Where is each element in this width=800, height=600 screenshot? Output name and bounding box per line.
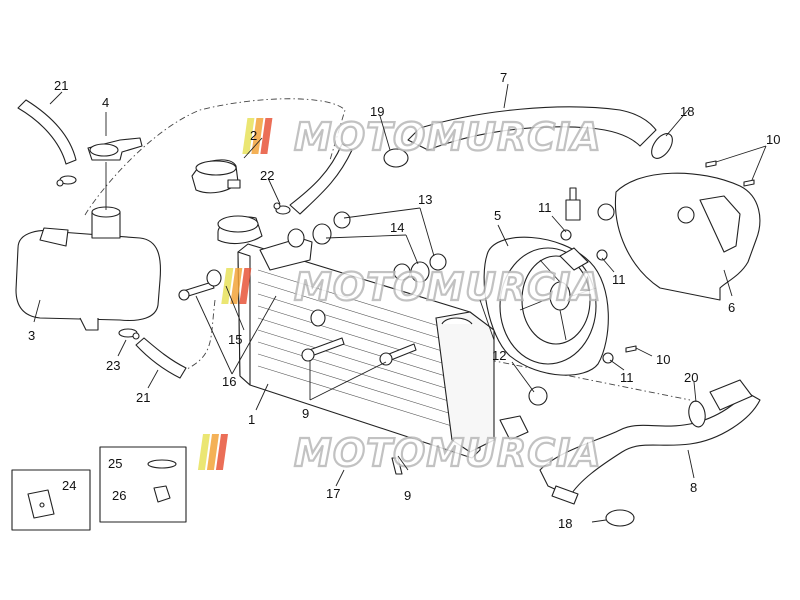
hose-clamp-22 — [273, 202, 291, 215]
callout-9b: 9 — [404, 488, 411, 503]
callout-18b: 18 — [558, 516, 572, 531]
watermark-text: MOTOMURCIA — [294, 265, 602, 309]
callout-25: 25 — [108, 456, 122, 471]
clip-24 — [27, 489, 55, 519]
callout-14: 14 — [390, 220, 404, 235]
kit-box-25-26 — [99, 446, 187, 523]
breather-hose-19 — [289, 143, 353, 215]
radiator-fins — [257, 269, 469, 432]
fan-connector — [565, 187, 581, 221]
callout-17: 17 — [326, 486, 340, 501]
callout-13: 13 — [418, 192, 432, 207]
hose-clamp-18-upper — [651, 133, 673, 159]
callout-16: 16 — [222, 374, 236, 389]
watermark-stripe — [242, 118, 255, 154]
callout-numbers: 1 2 3 4 5 6 7 8 9 9 10 10 11 11 11 12 13… — [28, 70, 780, 531]
watermark: MOTOMURCIA MOTOMURCIA MOTOMURCIA — [197, 114, 602, 476]
watermark-stamp: MOTOMURCIA — [242, 114, 602, 160]
watermark-stripe — [260, 118, 273, 154]
overflow-route-line-lower — [184, 299, 216, 371]
hose-clamp-upper-left — [383, 148, 409, 168]
hose-clamp-23 — [118, 328, 140, 340]
fan-shroud-inner — [699, 195, 741, 253]
radiator-hose-lower — [539, 391, 761, 497]
overflow-hose-upper — [17, 99, 77, 165]
screws-11 — [560, 229, 614, 364]
hose-clamp-18-lower — [605, 509, 635, 527]
callout-18a: 18 — [680, 104, 694, 119]
overflow-route-line — [84, 98, 346, 216]
watermark-stamp: MOTOMURCIA — [221, 264, 602, 310]
callout-9a: 9 — [302, 406, 309, 421]
watermark-text: MOTOMURCIA — [294, 115, 602, 159]
mounting-bolts — [178, 269, 417, 475]
callout-3: 3 — [28, 328, 35, 343]
callout-11a: 11 — [538, 200, 552, 215]
cooling-fan — [483, 236, 609, 376]
hose-clamp-upper — [56, 175, 77, 187]
callout-21b: 21 — [136, 390, 150, 405]
callout-7: 7 — [500, 70, 507, 85]
watermark-stripe — [206, 434, 220, 470]
callout-21a: 21 — [54, 78, 68, 93]
screws-10 — [625, 160, 755, 353]
clip-26 — [153, 485, 171, 503]
callout-1: 1 — [248, 412, 255, 427]
watermark-stripe — [215, 434, 229, 470]
callout-6: 6 — [728, 300, 735, 315]
callout-10b: 10 — [656, 352, 670, 367]
watermark-stripe — [197, 434, 211, 470]
expansion-tank-cap — [87, 137, 143, 161]
callout-5: 5 — [494, 208, 501, 223]
o-ring-25 — [147, 459, 177, 469]
radiator — [217, 215, 529, 459]
watermark-stripe — [239, 268, 252, 304]
callout-15: 15 — [228, 332, 242, 347]
leader-lines — [33, 83, 767, 523]
watermark-stamp: MOTOMURCIA — [197, 430, 602, 476]
overflow-hose-lower — [135, 337, 187, 379]
callout-10a: 10 — [766, 132, 780, 147]
callout-8: 8 — [690, 480, 697, 495]
watermark-stripe — [221, 268, 234, 304]
callout-11b: 11 — [612, 272, 626, 287]
radiator-cap — [191, 159, 241, 194]
radiator-hose-upper — [407, 106, 657, 151]
callout-24: 24 — [62, 478, 76, 493]
watermark-stripe — [230, 268, 243, 304]
callout-20: 20 — [684, 370, 698, 385]
watermark-stripe — [251, 118, 264, 154]
fan-shroud-cover — [614, 172, 761, 301]
hose-clamp-20 — [688, 400, 706, 428]
rubber-grommets — [287, 211, 447, 283]
callout-22: 22 — [260, 168, 274, 183]
callout-11c: 11 — [620, 370, 634, 385]
watermark-text: MOTOMURCIA — [294, 431, 602, 475]
callout-2: 2 — [250, 128, 257, 143]
callout-19: 19 — [370, 104, 384, 119]
callout-4: 4 — [102, 95, 109, 110]
callout-26: 26 — [112, 488, 126, 503]
callout-23: 23 — [106, 358, 120, 373]
expansion-tank — [15, 206, 162, 331]
callout-12: 12 — [492, 348, 506, 363]
